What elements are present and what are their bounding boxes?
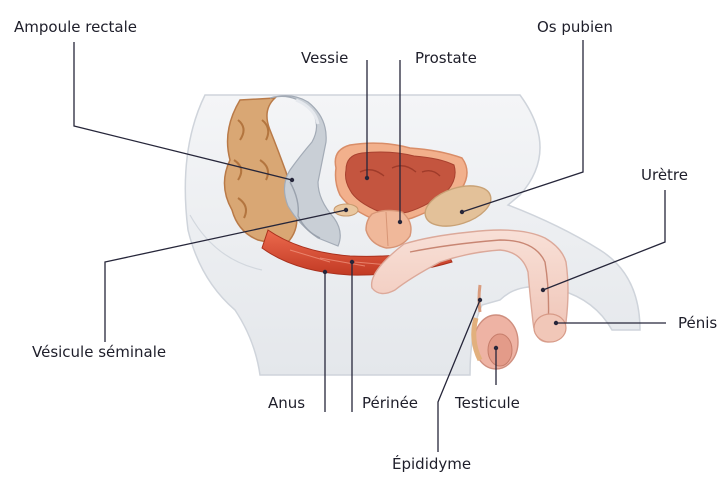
label-anus: Anus xyxy=(268,394,305,412)
label-penis: Pénis xyxy=(678,314,717,332)
label-ampoule-rectale: Ampoule rectale xyxy=(14,18,137,36)
label-uretre: Urètre xyxy=(641,166,688,184)
label-vessie: Vessie xyxy=(301,49,348,67)
label-prostate: Prostate xyxy=(415,49,477,67)
label-os-pubien: Os pubien xyxy=(537,18,613,36)
label-perinee: Périnée xyxy=(362,394,418,412)
label-vesicule-seminale: Vésicule séminale xyxy=(32,343,166,361)
label-testicule: Testicule xyxy=(455,394,520,412)
label-epididyme: Épididyme xyxy=(392,455,471,473)
